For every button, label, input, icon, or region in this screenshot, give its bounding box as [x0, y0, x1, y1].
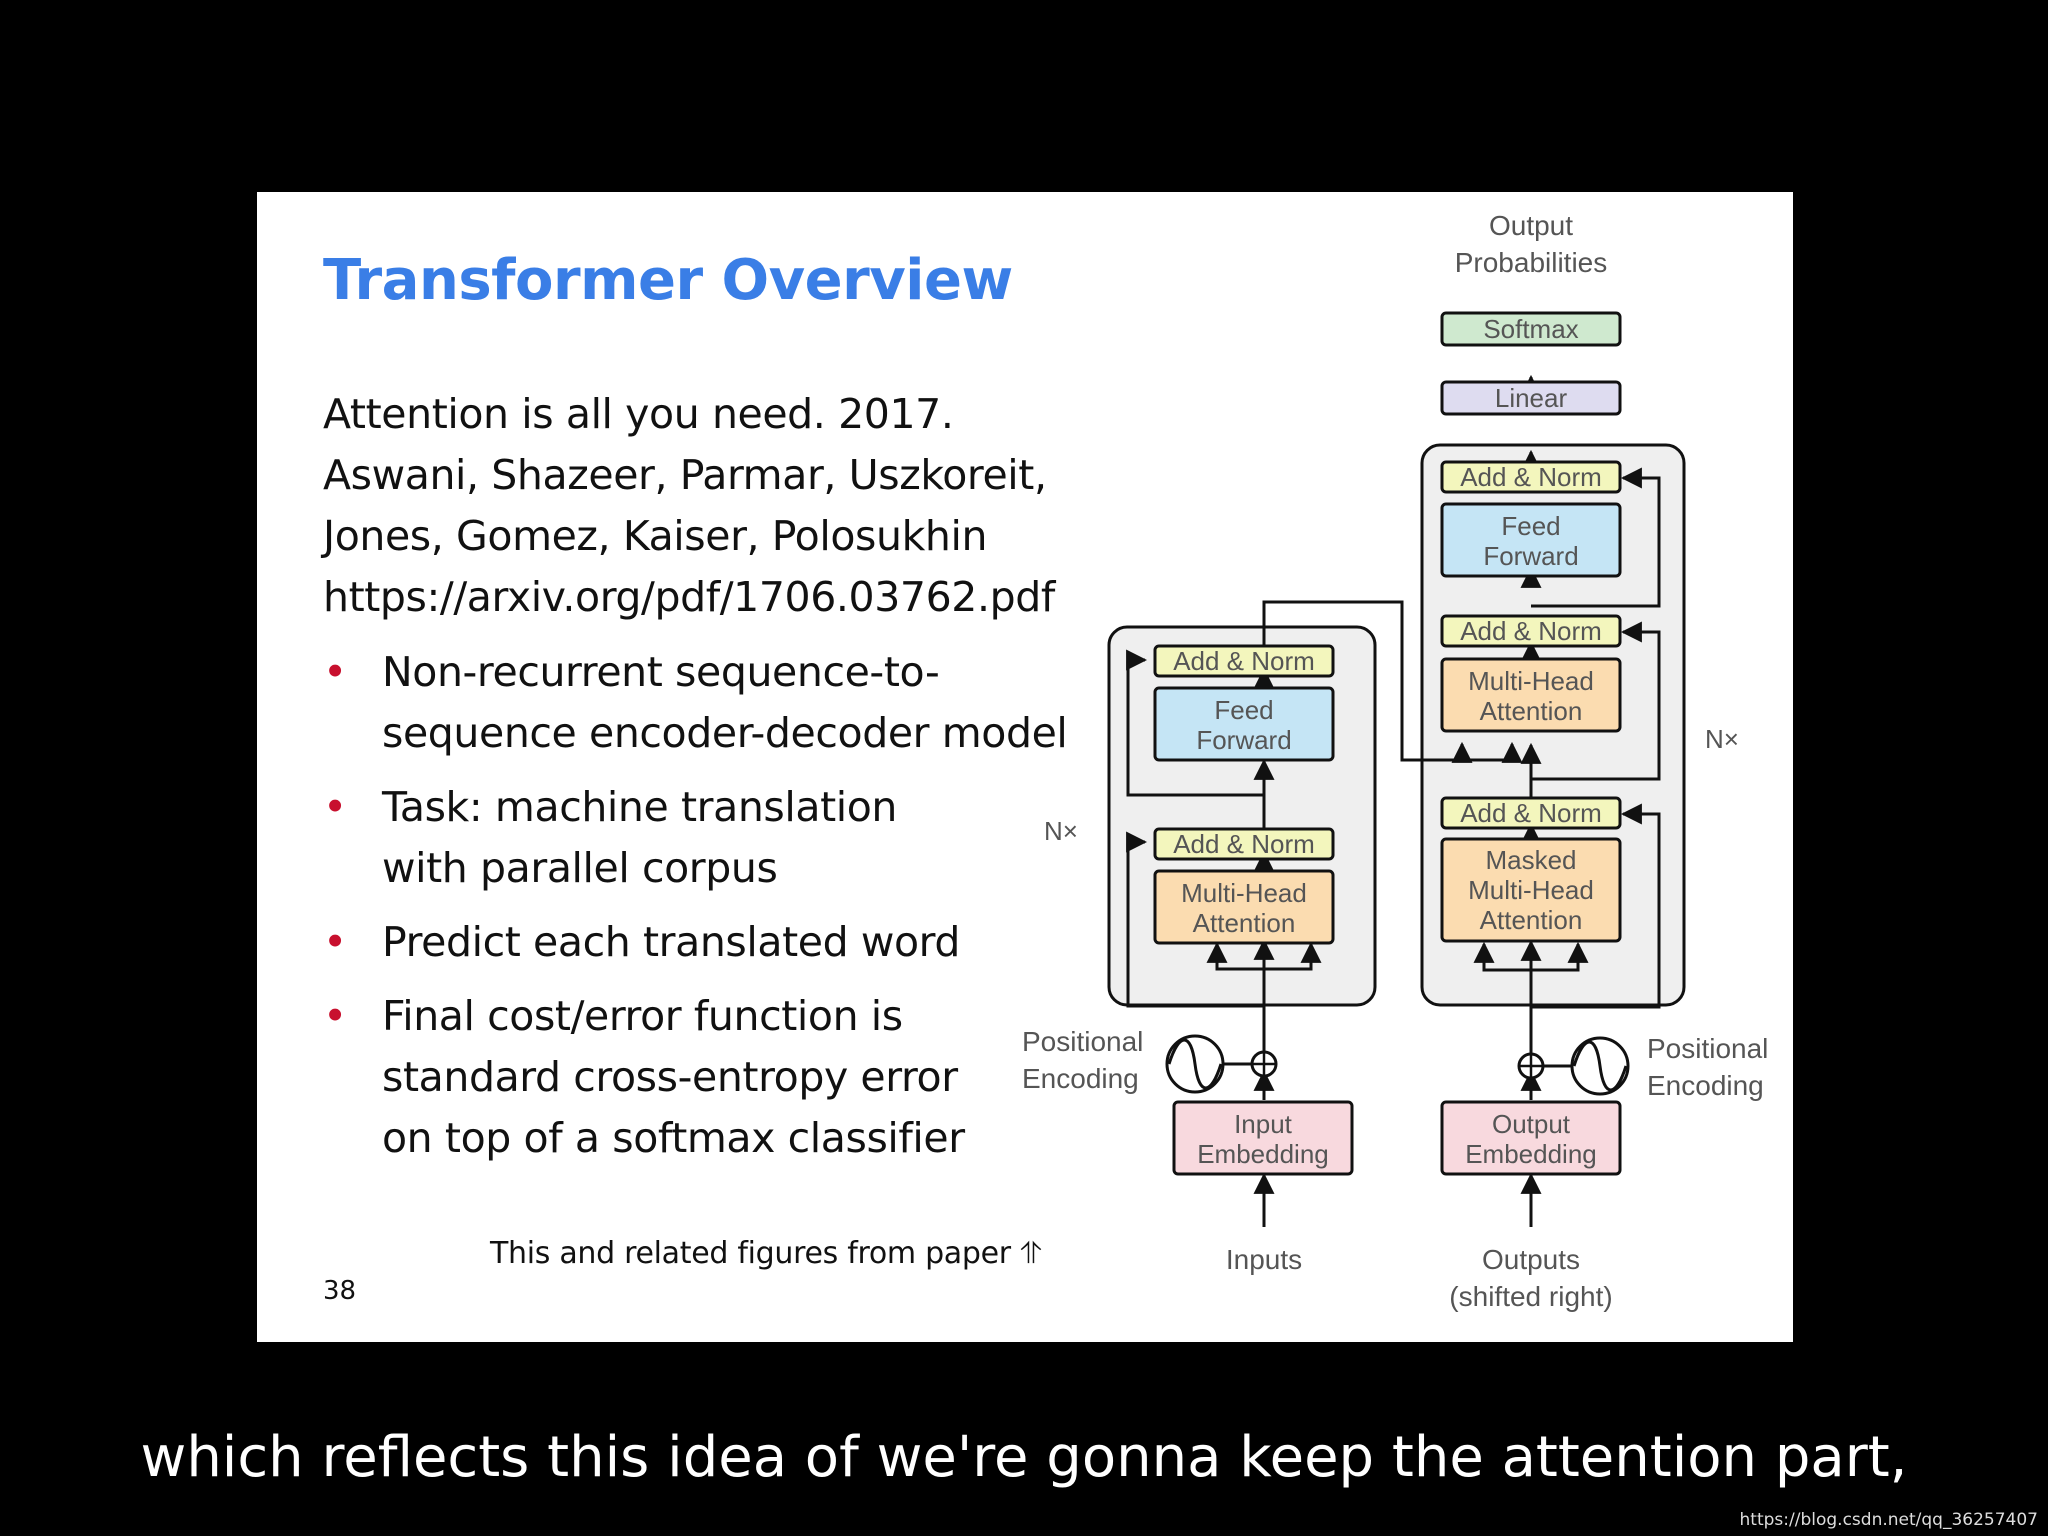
bullet-dot: •	[323, 992, 347, 1040]
slide: Transformer Overview Attention is all yo…	[257, 192, 1793, 1342]
decoder-attention-label: Attention	[1480, 696, 1583, 726]
output-probabilities-label: Output	[1489, 210, 1573, 241]
bullet-item: • Final cost/error function is standard …	[323, 986, 1183, 1169]
outputs-label: Outputs	[1482, 1244, 1580, 1275]
decoder-add-norm-bottom	[1440, 796, 1622, 830]
encoder-feed-forward	[1153, 686, 1335, 762]
bullet-text: sequence encoder-decoder model	[382, 709, 1068, 757]
bullet-list: • Non-recurrent sequence-to- sequence en…	[323, 642, 1183, 1182]
output-probabilities-label: Probabilities	[1455, 247, 1608, 278]
bullet-dot: •	[323, 918, 347, 966]
watermark-url: https://blog.csdn.net/qq_36257407	[1739, 1510, 2038, 1530]
decoder-feed-forward-label: Feed	[1501, 511, 1560, 541]
transformer-architecture-diagram: Add & Norm Feed Forward Add & Norm Multi…	[1022, 210, 1768, 1312]
bullet-text: with parallel corpus	[382, 844, 778, 892]
decoder-add-norm-middle	[1440, 614, 1622, 648]
decoder-feed-forward-label: Forward	[1483, 541, 1578, 571]
decoder-add-norm-top-label: Add & Norm	[1460, 462, 1602, 492]
input-embedding-label: Embedding	[1197, 1139, 1329, 1169]
figure-source-footnote: This and related figures from paper ⥣	[490, 1236, 1042, 1271]
decoder-positional-label: Encoding	[1647, 1070, 1764, 1101]
encoder-attention-label: Attention	[1193, 908, 1296, 938]
softmax-box	[1440, 311, 1622, 347]
masked-attention-label: Multi-Head	[1468, 875, 1594, 905]
bullet-item: • Task: machine translation with paralle…	[323, 777, 1183, 899]
encoder-add-norm-top-label: Add & Norm	[1173, 646, 1315, 676]
bullet-text: Predict each translated word	[382, 918, 961, 966]
encoder-positional-label: Positional	[1022, 1026, 1143, 1057]
linear-box	[1440, 380, 1622, 416]
slide-title: Transformer Overview	[323, 248, 1013, 313]
encoder-nx-label: N×	[1044, 816, 1078, 846]
decoder-feed-forward	[1440, 502, 1622, 578]
output-embedding-label: Output	[1492, 1109, 1571, 1139]
decoder-add-norm-bottom-label: Add & Norm	[1460, 798, 1602, 828]
encoder-add-norm-bottom-label: Add & Norm	[1173, 829, 1315, 859]
decoder-add-norm-middle-label: Add & Norm	[1460, 616, 1602, 646]
softmax-label: Softmax	[1483, 314, 1578, 344]
linear-label: Linear	[1495, 383, 1568, 413]
masked-attention-label: Masked	[1485, 845, 1576, 875]
citation-line: Jones, Gomez, Kaiser, Polosukhin	[323, 512, 988, 560]
encoder-stack	[1107, 625, 1377, 1007]
masked-attention-label: Attention	[1480, 905, 1583, 935]
bullet-text: Task: machine translation	[382, 783, 898, 831]
video-subtitle: which reflects this idea of we're gonna …	[140, 1425, 1908, 1490]
encoder-feed-forward-label: Forward	[1196, 725, 1291, 755]
outputs-label: (shifted right)	[1449, 1281, 1612, 1312]
decoder-masked-attention	[1440, 837, 1622, 943]
bullet-text: standard cross-entropy error	[382, 1053, 958, 1101]
bullet-text: Final cost/error function is	[382, 992, 903, 1040]
bullet-item: • Predict each translated word	[323, 912, 1183, 973]
input-embedding-label: Input	[1234, 1109, 1293, 1139]
encoder-multi-head-attention	[1153, 869, 1335, 945]
output-embedding-label: Embedding	[1465, 1139, 1597, 1169]
decoder-positional-label: Positional	[1647, 1033, 1768, 1064]
encoder-positional-label: Encoding	[1022, 1063, 1139, 1094]
output-embedding	[1440, 1100, 1622, 1176]
bullet-text: on top of a softmax classifier	[382, 1114, 965, 1162]
bullet-item: • Non-recurrent sequence-to- sequence en…	[323, 642, 1183, 764]
bullet-text: Non-recurrent sequence-to-	[382, 648, 940, 696]
citation-url: https://arxiv.org/pdf/1706.03762.pdf	[323, 573, 1055, 621]
encoder-feed-forward-label: Feed	[1214, 695, 1273, 725]
decoder-nx-label: N×	[1705, 724, 1739, 754]
input-embedding	[1172, 1100, 1354, 1176]
inputs-label: Inputs	[1226, 1244, 1302, 1275]
paper-citation: Attention is all you need. 2017. Aswani,…	[323, 384, 1183, 628]
encoder-add-norm-bottom	[1153, 827, 1335, 861]
bullet-dot: •	[323, 783, 347, 831]
citation-line: Aswani, Shazeer, Parmar, Uszkoreit,	[323, 451, 1047, 499]
slide-page-number: 38	[323, 1276, 357, 1306]
encoder-add-norm-top	[1153, 644, 1335, 678]
decoder-multi-head-attention	[1440, 657, 1622, 733]
encoder-attention-label: Multi-Head	[1181, 878, 1307, 908]
citation-line: Attention is all you need. 2017.	[323, 390, 954, 438]
decoder-attention-label: Multi-Head	[1468, 666, 1594, 696]
decoder-add-norm-top	[1440, 460, 1622, 494]
bullet-dot: •	[323, 648, 347, 696]
